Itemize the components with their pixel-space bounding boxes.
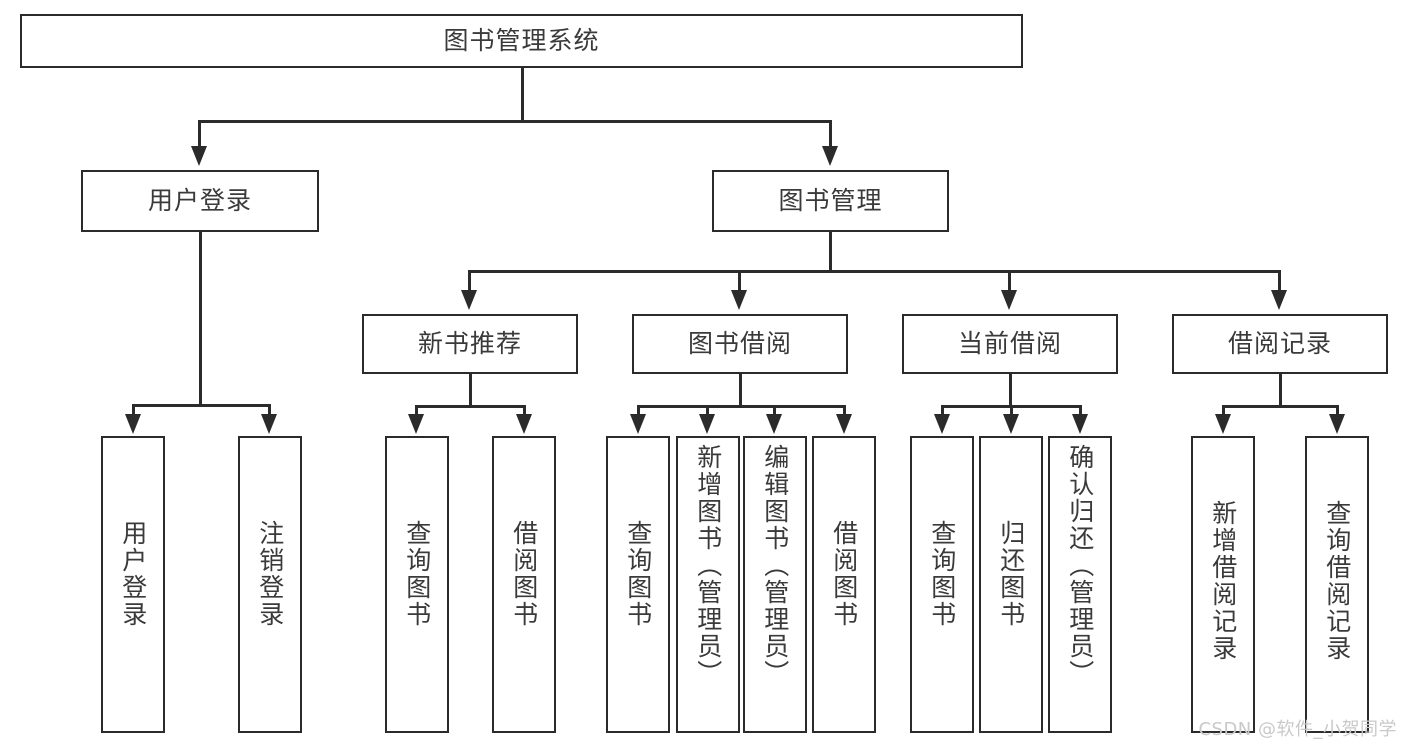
arrow-current-borrow-to-leaf-1 [934,414,950,434]
edge-new-book-bus [415,405,525,408]
leaf-query-book-recommend[interactable]: 查询图书 [385,436,449,733]
arrow-book-manage-to-borrow-record [1271,290,1287,310]
node-label: 当前借阅 [957,328,1062,358]
node-label: 借阅图书 [509,520,539,628]
node-label: 新增图书（管理员） [693,444,723,687]
node-label: 新书推荐 [417,328,522,358]
node-book-management[interactable]: 图书管理 [712,170,949,232]
arrow-root-to-book-manage [822,146,838,166]
edge-user-login-stem [199,232,202,404]
arrow-borrow-record-to-leaf-2 [1329,414,1345,434]
leaf-confirm-return-admin[interactable]: 确认归还（管理员） [1048,436,1112,733]
leaf-edit-book-admin[interactable]: 编辑图书（管理员） [743,436,807,733]
edge-book-manage-stem [829,232,832,270]
arrow-book-manage-to-book-borrow [731,290,747,310]
node-current-borrow[interactable]: 当前借阅 [902,314,1118,374]
node-label: 用户登录 [147,185,252,215]
arrow-user-login-to-leaf-1 [125,414,141,434]
node-borrow-record[interactable]: 借阅记录 [1172,314,1388,374]
edge-borrow-record-to-leaf-2 [1336,405,1339,417]
leaf-user-login[interactable]: 用户登录 [101,436,165,733]
leaf-borrow-book-borrow[interactable]: 借阅图书 [812,436,876,733]
edge-borrow-record-bus [1222,405,1338,408]
edge-current-borrow-to-leaf-2 [1010,405,1013,417]
edge-user-login-bus [132,404,268,407]
node-book-borrow[interactable]: 图书借阅 [632,314,848,374]
arrow-book-manage-to-new-book [461,290,477,310]
node-label: 确认归还（管理员） [1065,444,1095,687]
node-label: 借阅图书 [829,520,859,628]
node-root-book-management-system[interactable]: 图书管理系统 [20,14,1023,68]
arrow-new-book-to-leaf-2 [516,414,532,434]
edge-new-book-stem [469,374,472,405]
edge-book-borrow-to-leaf-3 [773,405,776,417]
edge-current-borrow-to-leaf-3 [1079,405,1082,417]
node-label: 图书管理系统 [443,25,600,55]
arrow-current-borrow-to-leaf-2 [1003,414,1019,434]
leaf-user-logout[interactable]: 注销登录 [238,436,302,733]
edge-book-manage-to-current-borrow [1008,270,1011,292]
edge-borrow-record-to-leaf-1 [1222,405,1225,417]
node-label: 图书管理 [778,185,883,215]
leaf-query-book-current[interactable]: 查询图书 [910,436,974,733]
node-label: 编辑图书（管理员） [760,444,790,687]
edge-new-book-to-leaf-1 [415,405,418,417]
leaf-borrow-book-recommend[interactable]: 借阅图书 [492,436,556,733]
leaf-add-book-admin[interactable]: 新增图书（管理员） [676,436,740,733]
arrow-book-borrow-to-leaf-4 [836,414,852,434]
edge-book-borrow-bus [637,405,845,408]
arrow-borrow-record-to-leaf-1 [1215,414,1231,434]
edge-root-to-book-manage [829,120,832,148]
node-label: 查询借阅记录 [1322,500,1352,662]
edge-book-manage-to-borrow-record [1278,270,1281,292]
arrow-book-manage-to-current-borrow [1001,290,1017,310]
node-label: 用户登录 [118,520,148,628]
node-label: 归还图书 [996,520,1026,628]
edge-root-bus [198,120,832,123]
node-user-login[interactable]: 用户登录 [81,170,319,232]
edge-user-login-to-leaf-1 [132,404,135,417]
node-label: 查询图书 [927,520,957,628]
edge-current-borrow-to-leaf-1 [941,405,944,417]
node-label: 查询图书 [623,520,653,628]
leaf-return-book[interactable]: 归还图书 [979,436,1043,733]
edge-borrow-record-stem [1279,374,1282,405]
edge-book-manage-to-book-borrow [738,270,741,292]
csdn-watermark: CSDN @软件_小贺同学 [1198,719,1397,740]
edge-user-login-to-leaf-2 [268,404,271,417]
edge-book-borrow-to-leaf-2 [706,405,709,417]
edge-book-borrow-to-leaf-1 [637,405,640,417]
arrow-book-borrow-to-leaf-1 [630,414,646,434]
node-label: 借阅记录 [1227,328,1332,358]
edge-new-book-to-leaf-2 [523,405,526,417]
arrow-root-to-user-login [191,146,207,166]
arrow-current-borrow-to-leaf-3 [1072,414,1088,434]
arrow-user-login-to-leaf-2 [261,414,277,434]
edge-book-manage-bus [468,270,1278,273]
leaf-add-borrow-record[interactable]: 新增借阅记录 [1191,436,1255,733]
arrow-book-borrow-to-leaf-2 [699,414,715,434]
arrow-book-borrow-to-leaf-3 [766,414,782,434]
edge-book-borrow-to-leaf-4 [843,405,846,417]
edge-current-borrow-stem [1009,374,1012,405]
node-label: 查询图书 [402,520,432,628]
leaf-query-book-borrow[interactable]: 查询图书 [606,436,670,733]
node-label: 注销登录 [255,520,285,628]
leaf-query-borrow-record[interactable]: 查询借阅记录 [1305,436,1369,733]
edge-book-borrow-stem [739,374,742,405]
edge-book-manage-to-new-book [468,270,471,292]
edge-root-stem [521,68,524,120]
node-new-book-recommend[interactable]: 新书推荐 [362,314,578,374]
node-label: 新增借阅记录 [1208,500,1238,662]
edge-root-to-user-login [198,120,201,148]
node-label: 图书借阅 [687,328,792,358]
arrow-new-book-to-leaf-1 [408,414,424,434]
